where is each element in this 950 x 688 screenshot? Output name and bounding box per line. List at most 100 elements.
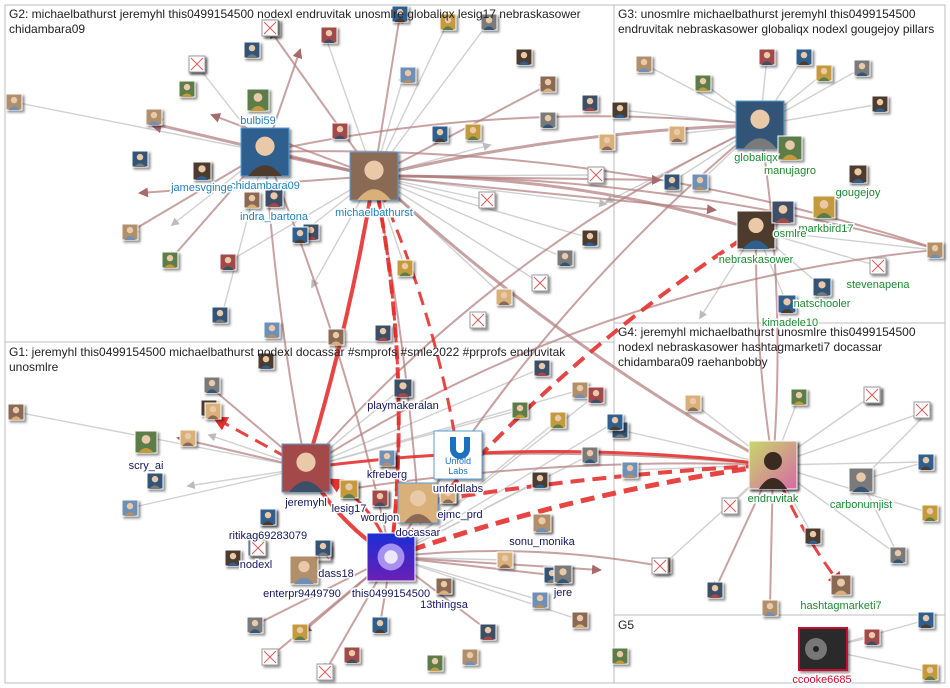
profile-avatar-icon[interactable]: [496, 551, 514, 569]
avatar-thirteen[interactable]: [435, 577, 453, 595]
profile-avatar-icon[interactable]: [531, 471, 549, 489]
broken-image-icon[interactable]: [869, 257, 887, 275]
profile-avatar-icon[interactable]: [635, 55, 653, 73]
avatar-chid[interactable]: [240, 127, 290, 177]
avatar-docassar[interactable]: [397, 482, 439, 524]
avatar-indra[interactable]: [264, 188, 284, 208]
profile-avatar-icon[interactable]: [663, 173, 681, 191]
profile-avatar-icon[interactable]: [921, 504, 939, 522]
broken-image-icon[interactable]: [261, 648, 279, 666]
avatar-sonu[interactable]: [532, 513, 552, 533]
avatar-kimadele[interactable]: [777, 294, 797, 314]
profile-avatar-icon[interactable]: [331, 122, 349, 140]
profile-avatar-icon[interactable]: [761, 599, 779, 617]
profile-avatar-icon[interactable]: [531, 591, 549, 609]
profile-avatar-icon[interactable]: [598, 133, 616, 151]
profile-avatar-icon[interactable]: [511, 401, 529, 419]
broken-image-icon[interactable]: [587, 166, 605, 184]
profile-avatar-icon[interactable]: [131, 150, 149, 168]
profile-avatar-icon[interactable]: [611, 647, 629, 665]
avatar-gougejoy[interactable]: [848, 164, 868, 184]
profile-avatar-icon[interactable]: [863, 628, 881, 646]
profile-avatar-icon[interactable]: [371, 616, 389, 634]
avatar-playm[interactable]: [393, 378, 413, 398]
profile-avatar-icon[interactable]: [374, 324, 392, 342]
avatar-ccooke6685[interactable]: [798, 627, 848, 671]
profile-avatar-icon[interactable]: [571, 381, 589, 399]
profile-avatar-icon[interactable]: [871, 95, 889, 113]
profile-avatar-icon[interactable]: [815, 64, 833, 82]
profile-avatar-icon[interactable]: [431, 125, 449, 143]
avatar-nebraska[interactable]: [736, 210, 776, 250]
profile-avatar-icon[interactable]: [539, 111, 557, 129]
profile-avatar-icon[interactable]: [571, 611, 589, 629]
profile-avatar-icon[interactable]: [926, 241, 944, 259]
avatar-michael[interactable]: [349, 151, 399, 201]
profile-avatar-icon[interactable]: [203, 376, 221, 394]
profile-avatar-icon[interactable]: [257, 352, 275, 370]
profile-avatar-icon[interactable]: [464, 123, 482, 141]
profile-avatar-icon[interactable]: [611, 101, 629, 119]
avatar-markbird[interactable]: [812, 195, 836, 219]
profile-avatar-icon[interactable]: [581, 229, 599, 247]
profile-avatar-icon[interactable]: [246, 616, 264, 634]
profile-avatar-icon[interactable]: [479, 623, 497, 641]
broken-image-icon[interactable]: [721, 497, 739, 515]
profile-avatar-icon[interactable]: [691, 173, 709, 191]
profile-avatar-icon[interactable]: [426, 654, 444, 672]
profile-avatar-icon[interactable]: [533, 359, 551, 377]
avatar-jamesv[interactable]: [192, 161, 212, 181]
profile-avatar-icon[interactable]: [263, 321, 281, 339]
profile-avatar-icon[interactable]: [146, 472, 164, 490]
broken-image-icon[interactable]: [863, 386, 881, 404]
avatar-wordjon[interactable]: [371, 489, 389, 507]
profile-avatar-icon[interactable]: [121, 223, 139, 241]
profile-avatar-icon[interactable]: [606, 413, 624, 431]
profile-avatar-icon[interactable]: [495, 288, 513, 306]
profile-avatar-icon[interactable]: [917, 611, 935, 629]
broken-image-icon[interactable]: [261, 19, 279, 37]
profile-avatar-icon[interactable]: [243, 41, 261, 59]
avatar-scry[interactable]: [134, 430, 158, 454]
profile-avatar-icon[interactable]: [853, 59, 871, 77]
broken-image-icon[interactable]: [531, 274, 549, 292]
profile-avatar-icon[interactable]: [480, 13, 498, 31]
avatar-enterpr[interactable]: [289, 555, 319, 585]
avatar-bulbi[interactable]: [246, 88, 270, 112]
profile-avatar-icon[interactable]: [706, 581, 724, 599]
profile-avatar-icon[interactable]: [515, 48, 533, 66]
profile-avatar-icon[interactable]: [211, 306, 229, 324]
profile-avatar-icon[interactable]: [291, 226, 309, 244]
profile-avatar-icon[interactable]: [694, 74, 712, 92]
broken-image-icon[interactable]: [913, 401, 931, 419]
avatar-dass[interactable]: [314, 539, 332, 557]
profile-avatar-icon[interactable]: [684, 394, 702, 412]
avatar-this0499154500[interactable]: [366, 532, 416, 582]
broken-image-icon[interactable]: [316, 663, 334, 681]
avatar-jere[interactable]: [553, 564, 573, 584]
broken-image-icon[interactable]: [651, 557, 669, 575]
profile-avatar-icon[interactable]: [668, 125, 686, 143]
profile-avatar-icon[interactable]: [539, 75, 557, 93]
profile-avatar-icon[interactable]: [439, 13, 457, 31]
profile-avatar-icon[interactable]: [917, 453, 935, 471]
profile-avatar-icon[interactable]: [243, 191, 261, 209]
profile-avatar-icon[interactable]: [790, 388, 808, 406]
profile-avatar-icon[interactable]: [795, 48, 813, 66]
profile-avatar-icon[interactable]: [921, 663, 939, 681]
avatar-ejmc[interactable]: [439, 486, 457, 504]
profile-avatar-icon[interactable]: [556, 249, 574, 267]
profile-avatar-icon[interactable]: [224, 549, 242, 567]
profile-avatar-icon[interactable]: [219, 253, 237, 271]
profile-avatar-icon[interactable]: [581, 446, 599, 464]
profile-avatar-icon[interactable]: [396, 259, 414, 277]
broken-image-icon[interactable]: [469, 311, 487, 329]
avatar-globaliqx[interactable]: [735, 100, 785, 150]
profile-avatar-icon[interactable]: [121, 499, 139, 517]
avatar-lesig[interactable]: [339, 479, 359, 499]
broken-image-icon[interactable]: [478, 191, 496, 209]
profile-avatar-icon[interactable]: [179, 429, 197, 447]
avatar-manujagro[interactable]: [777, 135, 803, 161]
profile-avatar-icon[interactable]: [587, 386, 605, 404]
profile-avatar-icon[interactable]: [7, 403, 25, 421]
